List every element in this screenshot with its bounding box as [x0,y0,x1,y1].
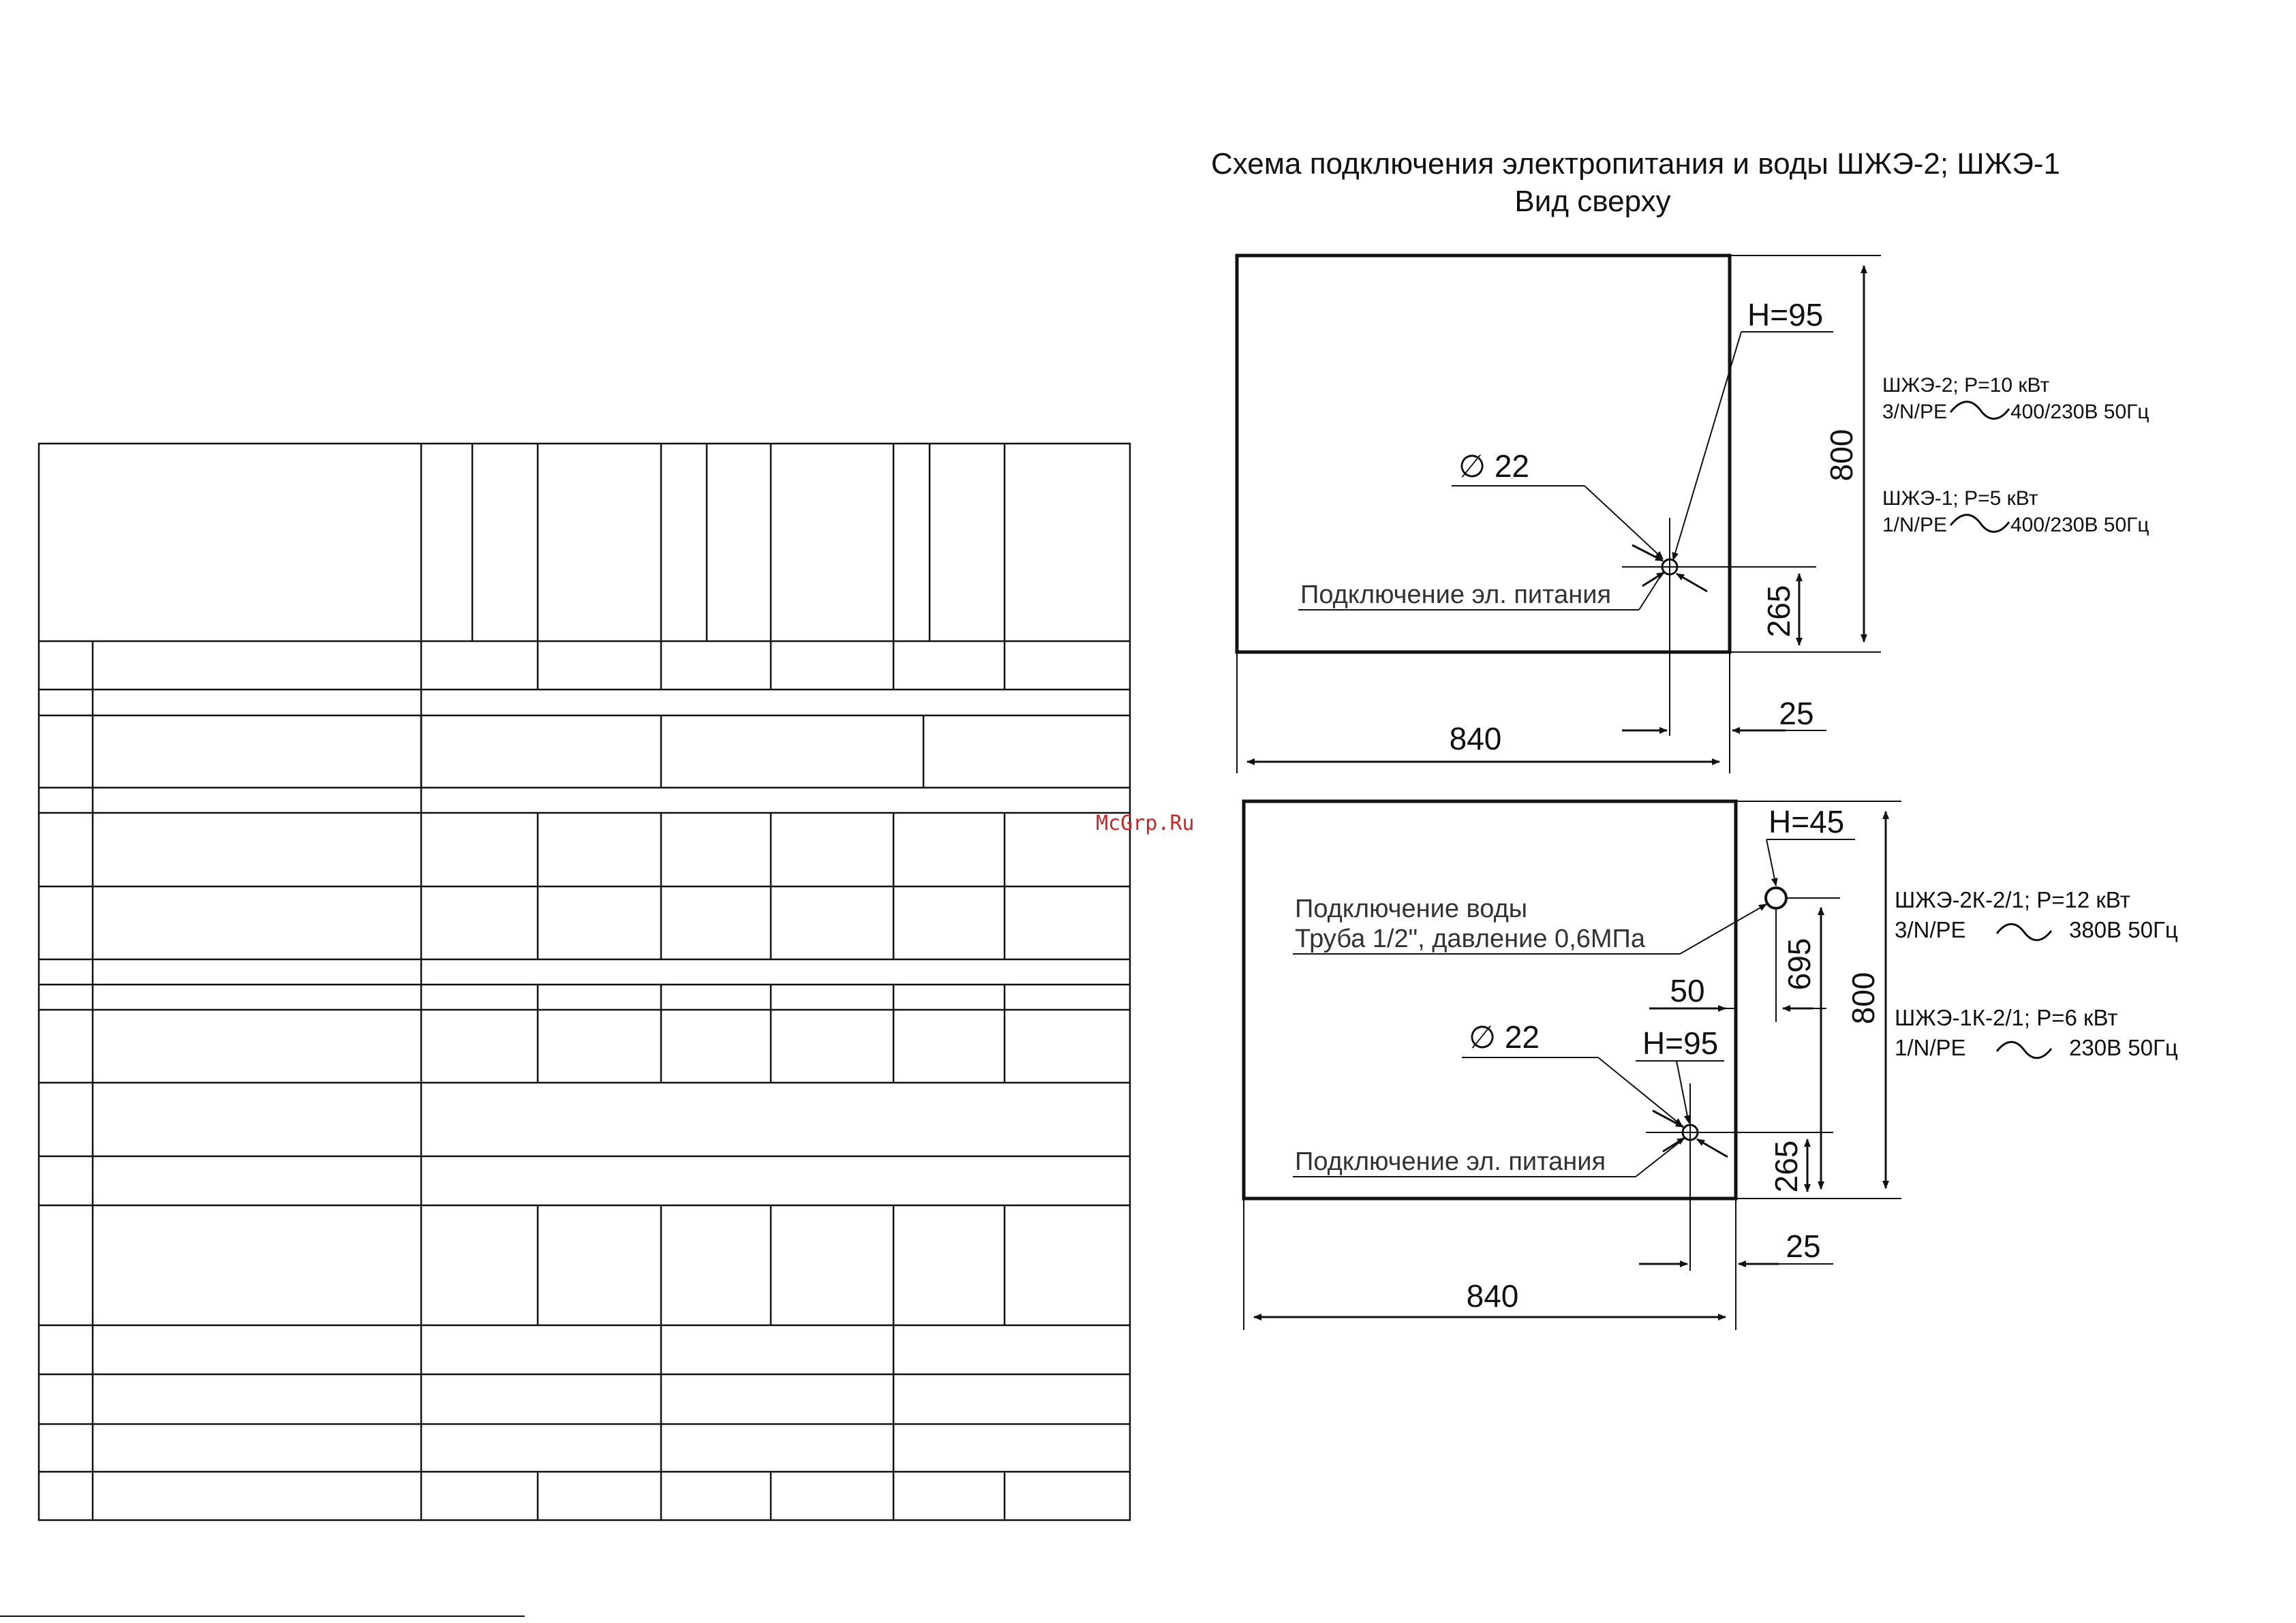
water-label-line1: Подключение воды [1295,895,1527,923]
spec-b-line2-tail-top: 400/230В 50Гц [2010,514,2149,536]
spec-a-line2-tail-top: 400/230В 50Гц [2010,401,2149,423]
diagram-bottom: H=45 Подключение воды Труба 1/2", давлен… [1242,799,2178,1330]
spec-b-line1-bottom: ШЖЭ-1К-2/1; P=6 кВт [1895,1005,2117,1030]
ac-tilde-icon [1949,514,2010,533]
dim-power-y-top: 265 [1761,585,1796,638]
spec-b-line2-top: 1/N/PE [1882,514,1947,536]
spec-a-line2-top: 3/N/PE [1882,401,1947,423]
water-label-line2: Труба 1/2", давление 0,6МПа [1295,925,1646,953]
diagram-top: H=95 ∅ 22 Подключение эл. питания 840 80… [1235,253,2149,773]
cabinet-outline-top [1235,253,1732,654]
spec-b-line1-top: ШЖЭ-1; P=5 кВт [1882,487,2038,510]
spec-a-line1-bottom: ШЖЭ-2К-2/1; P=12 кВт [1895,887,2130,912]
dim-width-top: 840 [1450,721,1502,756]
water-hole-bottom [1764,886,1788,910]
view-subtitle: Вид сверху [1514,185,1670,218]
dim-power-x-bottom: 25 [1786,1228,1820,1264]
cabinet-outline-bottom [1242,799,1738,1201]
spec-a-line1-top: ШЖЭ-2; P=10 кВт [1882,374,2049,397]
height-label-top: H=95 [1747,297,1823,333]
ac-tilde-icon [1949,401,2010,420]
diameter-label-bottom: ∅ 22 [1469,1019,1540,1055]
schema-title: Схема подключения электропитания и воды … [1211,147,2060,181]
diameter-label-top: ∅ 22 [1458,448,1529,484]
watermark-text: McGrp.Ru [1096,812,1195,835]
spec-a-line2-bottom: 3/N/PE [1895,917,1966,942]
spec-table [37,442,1131,1521]
dim-power-x-top: 25 [1779,696,1813,731]
spec-a-line2-tail-bottom: 380В 50Гц [2069,917,2178,942]
dim-width-bottom: 840 [1467,1278,1519,1314]
power-height-label-bottom: H=95 [1642,1025,1718,1061]
water-dim-y: 695 [1781,938,1817,991]
dim-power-y-bottom: 265 [1769,1141,1804,1193]
water-dim-x: 50 [1670,973,1704,1008]
ac-tilde-icon [1995,923,2053,942]
spec-b-line2-bottom: 1/N/PE [1895,1035,1966,1060]
power-label-bottom: Подключение эл. питания [1295,1147,1606,1176]
water-height-label: H=45 [1769,804,1844,839]
spec-b-line2-tail-bottom: 230В 50Гц [2069,1035,2178,1060]
dim-depth-top: 800 [1824,429,1859,482]
ac-tilde-icon [1995,1040,2053,1060]
dim-depth-bottom: 800 [1846,972,1881,1025]
power-label-top: Подключение эл. питания [1300,581,1611,609]
